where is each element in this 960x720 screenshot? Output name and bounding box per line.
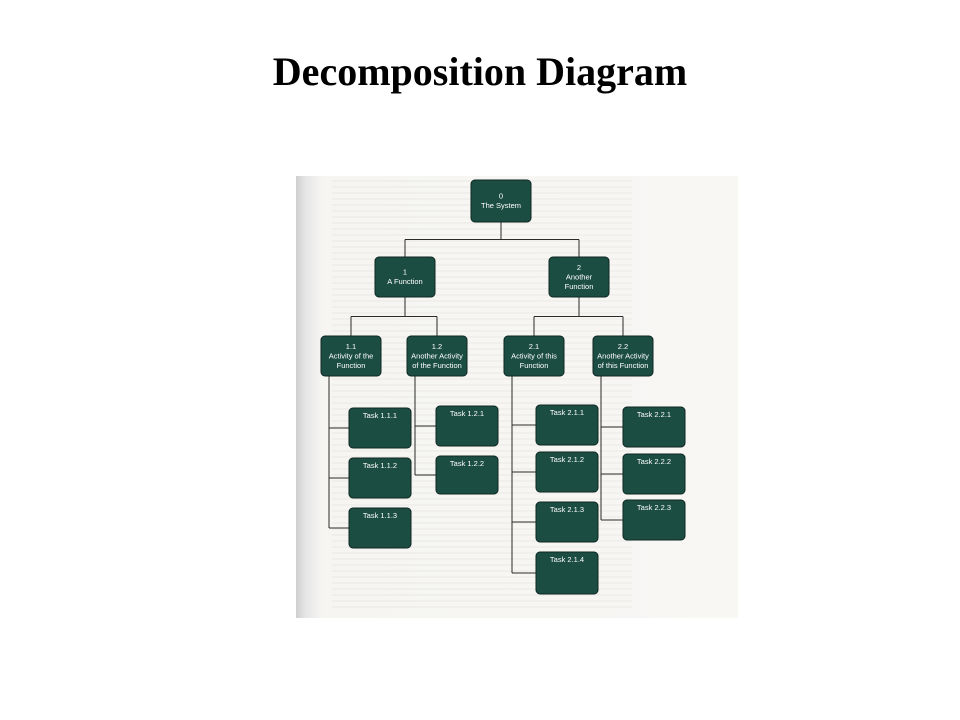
node-t121: Task 1.2.1 [435,405,499,447]
node-label: Function [337,361,366,370]
node-t212: Task 2.1.2 [535,451,599,493]
node-box [535,404,599,446]
node-t223: Task 2.2.3 [622,499,686,541]
node-label: 1 [403,268,407,277]
node-box [535,551,599,595]
node-t211: Task 2.1.1 [535,404,599,446]
node-box [622,453,686,495]
node-label: Activity of this [511,351,557,360]
node-label: Task 2.1.3 [550,505,584,514]
node-label: Function [520,361,549,370]
node-box [470,179,532,223]
node-t122: Task 1.2.2 [435,455,499,495]
node-t213: Task 2.1.3 [535,501,599,543]
node-label: Task 2.2.2 [637,457,671,466]
node-label: Task 2.1.4 [550,555,584,564]
node-box [548,256,610,298]
node-label: Another Activity [597,351,649,360]
node-box [435,405,499,447]
node-box [348,507,412,549]
node-label: Task 1.1.3 [363,511,397,520]
node-n1: 1A Function [374,256,436,298]
node-box [535,501,599,543]
node-label: A Function [387,277,422,286]
node-box [348,457,412,499]
node-label: Task 2.1.2 [550,455,584,464]
node-label: 2.1 [529,342,539,351]
node-box [435,455,499,495]
node-label: 1.1 [346,342,356,351]
node-label: 1.2 [432,342,442,351]
node-label: Task 1.2.2 [450,459,484,468]
node-box [348,407,412,449]
node-label: Task 2.2.1 [637,410,671,419]
node-box [622,499,686,541]
node-label: The System [481,201,521,210]
node-t113: Task 1.1.3 [348,507,412,549]
node-label: of this Function [598,361,649,370]
node-t111: Task 1.1.1 [348,407,412,449]
node-label: Another [566,272,593,281]
node-label: of the Function [412,361,462,370]
node-label: Another Activity [411,351,463,360]
node-box [622,406,686,448]
node-t221: Task 2.2.1 [622,406,686,448]
node-label: Activity of the [329,351,374,360]
node-t222: Task 2.2.2 [622,453,686,495]
node-label: Task 2.1.1 [550,408,584,417]
node-label: Task 1.1.1 [363,411,397,420]
node-box [592,335,654,377]
node-box [503,335,565,377]
node-box [535,451,599,493]
slide-title: Decomposition Diagram [272,49,688,94]
node-box [320,335,382,377]
node-box [374,256,436,298]
node-label: Task 2.2.3 [637,503,671,512]
connector-layer [328,222,624,574]
node-box [406,335,468,377]
node-label: 2.2 [618,342,628,351]
node-label: Function [565,282,594,291]
node-label: Task 1.1.2 [363,461,397,470]
node-label: Task 1.2.1 [450,409,484,418]
node-t112: Task 1.1.2 [348,457,412,499]
node-t214: Task 2.1.4 [535,551,599,595]
node-label: 0 [499,192,503,201]
node-label: 2 [577,263,581,272]
